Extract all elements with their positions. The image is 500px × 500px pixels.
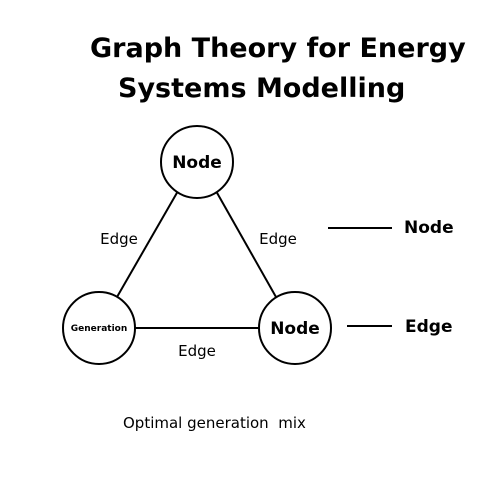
legend-edge-label: Edge (405, 317, 452, 337)
node-bottom-right-label: Node (270, 319, 320, 339)
legend-node-label: Node (404, 218, 454, 238)
node-generation-circle (62, 291, 136, 365)
node-generation: Generation (62, 291, 136, 365)
node-bottom-right: Node (258, 291, 332, 365)
node-generation-label: Generation (71, 324, 128, 334)
edge-top-to-generation (116, 190, 179, 298)
diagram-title-line-1: Graph Theory for Energy (90, 33, 466, 64)
node-top: Node (160, 125, 234, 199)
diagram-title-line-2: Systems Modelling (118, 73, 406, 104)
edge-bottom-label: Edge (178, 342, 216, 360)
legend: Node Edge (328, 218, 454, 337)
node-top-label: Node (172, 153, 222, 173)
edge-left-label: Edge (100, 230, 138, 248)
node-top-circle (160, 125, 234, 199)
edge-right-label: Edge (259, 230, 297, 248)
node-bottom-right-circle (258, 291, 332, 365)
diagram-caption: Optimal generation mix (123, 414, 306, 432)
edge-top-to-right-node (215, 190, 277, 298)
